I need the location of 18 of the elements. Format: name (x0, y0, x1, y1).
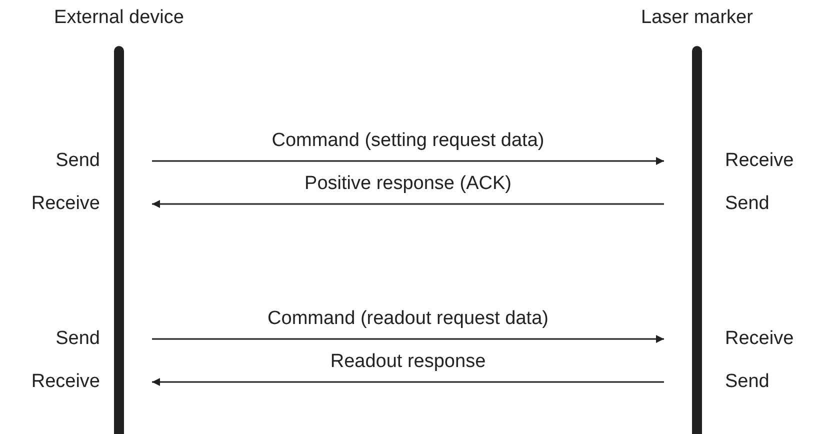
side-label: Receive (725, 150, 794, 172)
side-label: Receive (725, 328, 794, 350)
arrow (152, 378, 664, 386)
edge-label: Readout response (330, 351, 486, 373)
arrow (152, 335, 664, 343)
side-label: Receive (31, 371, 100, 393)
edge-label: Command (setting request data) (272, 130, 544, 152)
lifeline-heading: Laser marker (640, 6, 754, 30)
side-label: Send (725, 193, 770, 215)
lifeline-heading: External device (53, 6, 185, 30)
edge-label: Command (readout request data) (268, 308, 548, 330)
side-label: Send (56, 150, 100, 172)
arrow (152, 200, 664, 208)
arrow (152, 157, 664, 165)
side-label: Send (56, 328, 100, 350)
side-label: Send (725, 371, 770, 393)
edge-label: Positive response (ACK) (304, 173, 512, 195)
side-label: Receive (31, 193, 100, 215)
